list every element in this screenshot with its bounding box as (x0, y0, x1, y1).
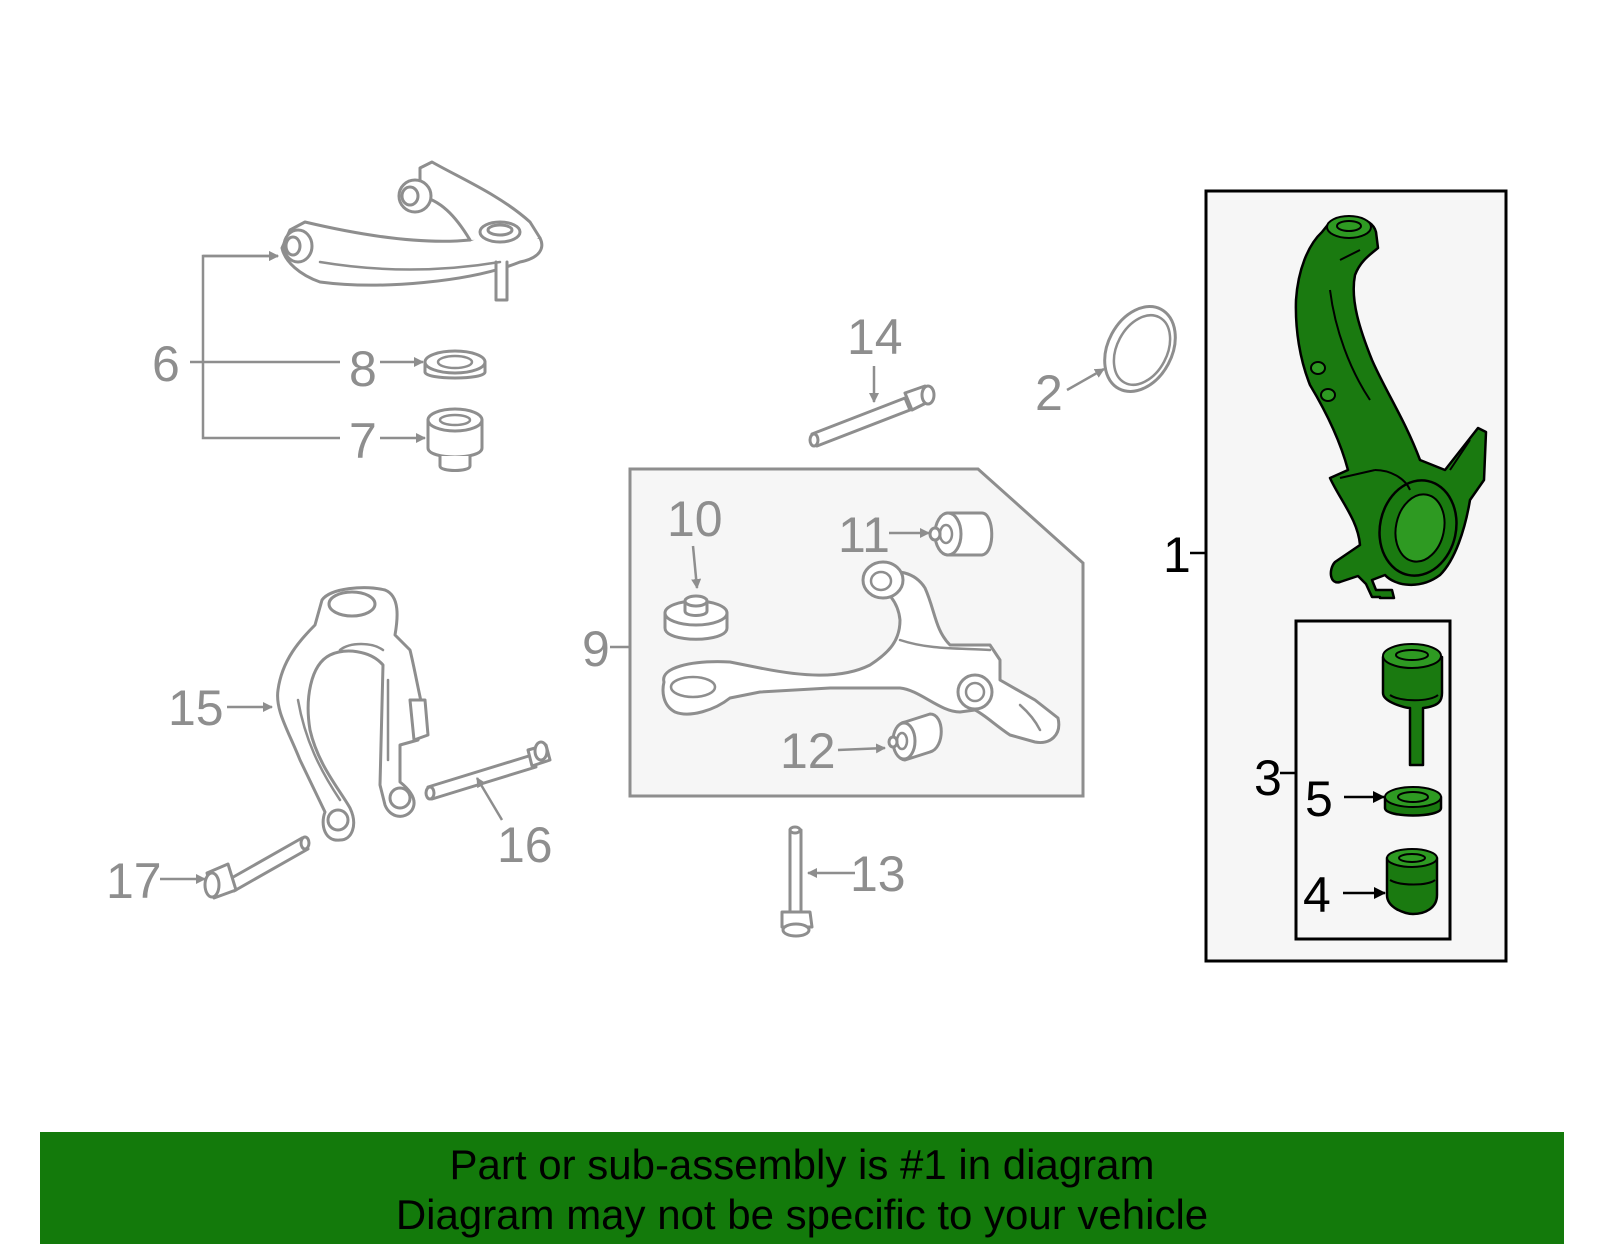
callout-2: 2 (1035, 365, 1063, 421)
ball-joint-boot[interactable] (1385, 848, 1439, 916)
bumper-10[interactable] (663, 594, 729, 641)
bolt-13[interactable] (780, 825, 814, 938)
callout-4: 4 (1303, 867, 1331, 923)
callout-6: 6 (152, 336, 180, 392)
callout-17: 17 (106, 853, 162, 909)
callout-6-bracket (190, 251, 426, 443)
callout-7: 7 (349, 413, 377, 469)
callout-14: 14 (847, 309, 903, 365)
bushing-12[interactable] (887, 712, 943, 762)
callout-2-leader (1066, 367, 1105, 392)
bolt-14[interactable] (808, 384, 936, 448)
notice-line-2: Diagram may not be specific to your vehi… (395, 1191, 1209, 1238)
callout-16-leader (475, 777, 504, 821)
callout-1: 1 (1163, 527, 1191, 583)
callout-5: 5 (1305, 771, 1333, 827)
lower-control-arm[interactable] (661, 560, 1061, 745)
bolt-16[interactable] (424, 740, 552, 801)
callout-8: 8 (349, 341, 377, 397)
dust-shield-ring[interactable] (1091, 294, 1190, 404)
upper-arm-bushing[interactable] (426, 407, 484, 472)
callout-9: 9 (582, 621, 610, 677)
notice-banner: Part or sub-assembly is #1 in diagram Di… (40, 1132, 1564, 1244)
callout-13: 13 (850, 846, 906, 902)
callout-11: 11 (838, 507, 890, 563)
callout-12: 12 (780, 723, 836, 779)
callout-10-leader (691, 545, 702, 589)
bushing-11[interactable] (928, 511, 994, 557)
callout-10: 10 (667, 491, 723, 547)
callout-3: 3 (1254, 750, 1282, 806)
notice-line-1: Part or sub-assembly is #1 in diagram (449, 1141, 1155, 1188)
steering-knuckle[interactable] (1294, 215, 1488, 600)
bushing-ring[interactable] (423, 349, 487, 380)
callout-12-leader (837, 743, 886, 754)
upper-control-arm[interactable] (280, 160, 544, 302)
bolt-17[interactable] (203, 835, 311, 900)
damper-fork[interactable] (276, 586, 430, 842)
ball-joint[interactable] (1381, 643, 1444, 767)
callout-15: 15 (168, 680, 224, 736)
callout-16: 16 (497, 817, 553, 873)
ball-joint-ring[interactable] (1383, 786, 1443, 817)
